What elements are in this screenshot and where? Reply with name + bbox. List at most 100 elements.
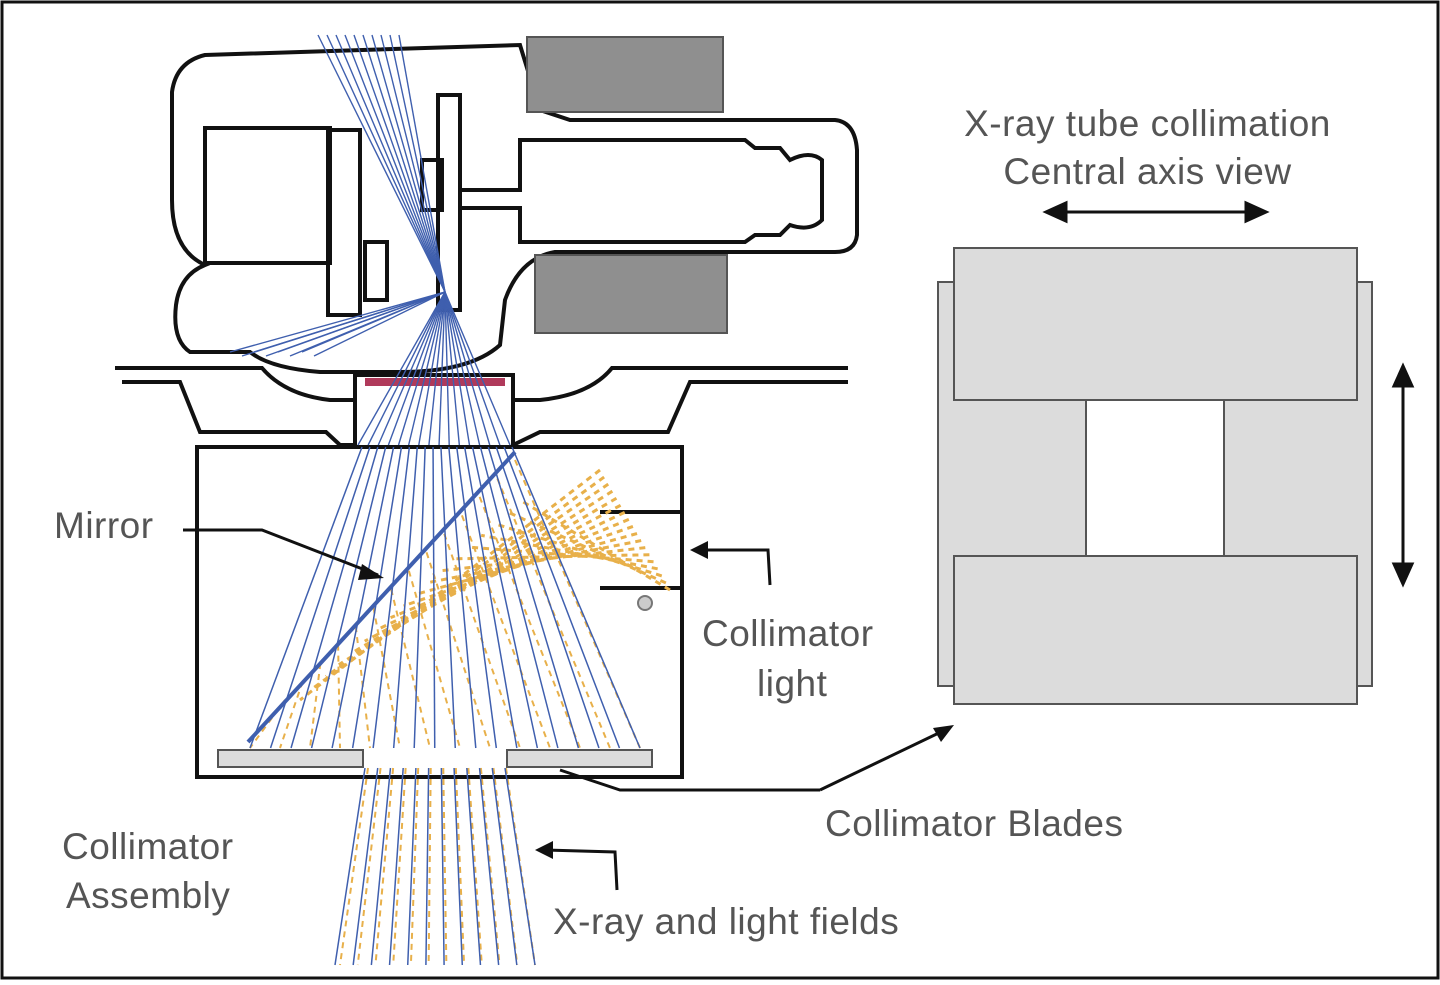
- light-ray: [338, 489, 614, 666]
- xray-ray: [455, 446, 498, 749]
- mounting-plate-lower-right: [512, 380, 848, 447]
- xray-ray: [413, 446, 426, 749]
- xray-tube-housing: [170, 42, 859, 374]
- primary-ray: [397, 291, 446, 446]
- exit-xray-ray: [453, 767, 464, 966]
- xray-light-fields-label: X-ray and light fields: [553, 901, 900, 942]
- light-ray: [519, 498, 671, 592]
- light-ray: [429, 539, 642, 584]
- light-field-ray: [425, 551, 491, 749]
- blades-arrowhead: [933, 725, 954, 742]
- light-ray: [416, 532, 638, 596]
- light-ray: [493, 522, 663, 578]
- primary-ray: [444, 291, 491, 446]
- collimator-blade-right: [506, 749, 653, 768]
- xray-ray: [310, 446, 387, 749]
- central-axis-view: [937, 247, 1373, 705]
- exit-xray-ray: [440, 767, 445, 966]
- exit-xray-ray: [370, 767, 392, 966]
- xray-ray: [432, 446, 436, 749]
- primary-ray: [438, 291, 446, 446]
- jaw-bottom: [953, 555, 1358, 705]
- xray-ray: [495, 446, 600, 749]
- xray-ray: [479, 446, 559, 749]
- tube-ray: [253, 291, 446, 353]
- light-field-ray: [249, 699, 286, 749]
- xray-ray: [471, 446, 539, 749]
- light-ray: [299, 468, 601, 702]
- tube-ray: [277, 291, 446, 353]
- light-ray: [351, 496, 618, 655]
- light-field-ray: [460, 515, 551, 749]
- stator-coil-bottom: [534, 254, 728, 334]
- motion-arrows: [1042, 200, 1415, 588]
- light-field-ray: [514, 459, 641, 749]
- xray-ray: [290, 446, 379, 749]
- xray-ray: [487, 446, 580, 749]
- exit-xray-ray: [425, 767, 430, 966]
- xray-ray: [249, 446, 363, 749]
- mounting-plate-lower: [122, 380, 355, 447]
- v-arrow-bottom-head: [1391, 562, 1415, 588]
- blades-leader-upper: [819, 728, 946, 792]
- stator-coil-top: [526, 36, 724, 113]
- exit-xray-ray: [466, 767, 482, 966]
- primary-ray: [444, 291, 471, 446]
- mirror-label: Mirror: [54, 505, 154, 546]
- tube-ray: [326, 34, 446, 293]
- view-title-line2: Central axis view: [1003, 151, 1292, 192]
- exit-xray-ray: [504, 767, 536, 966]
- tube-ray: [335, 34, 446, 293]
- tube-ray: [229, 291, 446, 353]
- light-field-ray: [390, 588, 431, 749]
- xray-ray: [440, 446, 457, 749]
- tube-ray: [301, 291, 446, 353]
- light-field-ray: [372, 607, 401, 749]
- tube-housing-outline: [170, 42, 859, 374]
- mounting-plate-right: [513, 366, 848, 402]
- collimator-assembly-label-line1: Collimator: [62, 826, 234, 867]
- xray-ray: [448, 446, 477, 749]
- primary-ray: [428, 291, 446, 446]
- tube-ray: [313, 291, 446, 357]
- collimator-blades-label: Collimator Blades: [825, 803, 1124, 844]
- primary-ray: [444, 291, 450, 446]
- light-arrowhead: [690, 541, 708, 559]
- light-ray: [364, 503, 622, 643]
- light-leader: [700, 548, 772, 586]
- cathode-plate: [326, 128, 362, 317]
- light-beam-group: [249, 459, 671, 966]
- filament-cup: [363, 240, 389, 302]
- xray-ray: [503, 446, 621, 749]
- tube-ray: [353, 34, 446, 293]
- mirror-arrowhead: [358, 564, 384, 580]
- leaders: [183, 528, 946, 891]
- primary-ray: [444, 291, 511, 446]
- open-field: [1085, 399, 1225, 557]
- collimator-light-label-line2: light: [757, 663, 828, 704]
- primary-ray: [377, 291, 446, 446]
- v-arrow-top-head: [1391, 362, 1415, 388]
- exit-xray-ray: [406, 767, 417, 966]
- h-arrow-right-head: [1244, 200, 1270, 224]
- light-ray: [468, 545, 654, 564]
- collimator-housing: [115, 366, 848, 779]
- view-title-line1: X-ray tube collimation: [964, 103, 1331, 144]
- primary-ray: [418, 291, 446, 446]
- light-ray: [312, 475, 605, 690]
- h-arrow-left-head: [1042, 200, 1068, 224]
- xray-ray: [351, 446, 403, 749]
- primary-ray: [367, 291, 446, 446]
- anode-stem: [460, 138, 824, 244]
- exit-xray-ray: [491, 767, 518, 966]
- primary-ray: [444, 291, 481, 446]
- light-ray: [480, 533, 658, 571]
- collimator-blade-left: [217, 749, 364, 768]
- light-field-ray: [279, 681, 304, 749]
- exit-light-ray: [356, 767, 382, 966]
- xray-ray: [331, 446, 395, 749]
- fields-arrowhead: [535, 841, 553, 859]
- light-field-ray: [354, 626, 371, 749]
